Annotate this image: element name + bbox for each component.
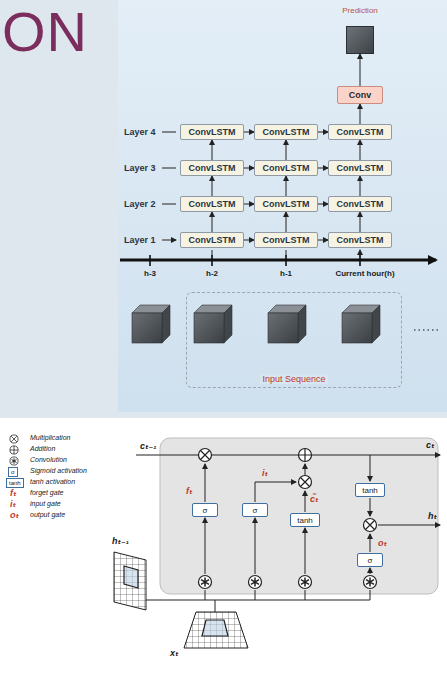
connector-arrow bbox=[360, 176, 361, 196]
legend-text: Convolution bbox=[30, 456, 67, 463]
connector-arrow bbox=[212, 212, 213, 232]
layer-label: Layer 1 bbox=[124, 235, 156, 245]
time-label: Current hour(h) bbox=[335, 269, 394, 278]
connector-arrow bbox=[318, 240, 328, 241]
legend-text: Sigmoid activation bbox=[30, 467, 87, 474]
connector-arrow bbox=[212, 176, 213, 196]
gate-label: fₜ bbox=[186, 486, 193, 496]
node-text: ConvLSTM bbox=[189, 163, 236, 173]
convlstm-box: ConvLSTM bbox=[180, 160, 244, 176]
time-label: h-3 bbox=[144, 269, 156, 278]
legend-text: tanh activation bbox=[30, 478, 75, 485]
node-text: Prediction bbox=[342, 6, 378, 15]
connector-arrow bbox=[318, 204, 328, 205]
node-text: ConvLSTM bbox=[337, 235, 384, 245]
node-text: ConvLSTM bbox=[263, 199, 310, 209]
node-text: ConvLSTM bbox=[189, 127, 236, 137]
convlstm-box: ConvLSTM bbox=[328, 232, 392, 248]
node-text: Conv bbox=[349, 90, 372, 100]
connector-arrow bbox=[212, 140, 213, 160]
node-text: σ bbox=[368, 556, 373, 565]
connector-arrow bbox=[286, 176, 287, 196]
convlstm-box: ConvLSTM bbox=[180, 124, 244, 140]
node-text: ConvLSTM bbox=[263, 163, 310, 173]
state-label: hₜ₋₁ bbox=[112, 536, 129, 546]
state-label: hₜ bbox=[428, 511, 437, 521]
node-text: ConvLSTM bbox=[189, 199, 236, 209]
connector-arrow bbox=[360, 104, 361, 124]
conv-box: Conv bbox=[337, 86, 383, 104]
connector-arrow bbox=[244, 240, 254, 241]
connector-arrow bbox=[360, 212, 361, 232]
node-text: ConvLSTM bbox=[263, 127, 310, 137]
convlstm-box: ConvLSTM bbox=[254, 196, 318, 212]
connector-arrow bbox=[244, 132, 254, 133]
convlstm-box: ConvLSTM bbox=[254, 232, 318, 248]
legend-text: output gate bbox=[30, 511, 65, 518]
node-text: Input Sequence bbox=[260, 374, 327, 384]
state-label: cₜ bbox=[426, 440, 435, 450]
time-label: h-1 bbox=[280, 269, 292, 278]
legend-text: Addition bbox=[30, 445, 55, 452]
legend-sample: σ bbox=[8, 467, 18, 477]
prediction-output: Prediction bbox=[346, 6, 374, 54]
node-text: tanh bbox=[362, 486, 378, 495]
state-label: xₜ bbox=[170, 648, 179, 658]
legend-sample: tanh bbox=[6, 478, 24, 488]
connector-arrow bbox=[286, 212, 287, 232]
gate-label: iₜ bbox=[262, 468, 268, 478]
convlstm-box: ConvLSTM bbox=[328, 196, 392, 212]
layer-label: Layer 2 bbox=[124, 199, 156, 209]
legend-sample: oₜ bbox=[10, 510, 19, 520]
sigmoid-gate: σ bbox=[357, 553, 383, 567]
convlstm-box: ConvLSTM bbox=[328, 160, 392, 176]
layer-label: Layer 3 bbox=[124, 163, 156, 173]
sigmoid-gate: σ bbox=[192, 503, 218, 517]
connector-arrow bbox=[244, 168, 254, 169]
convlstm-box: ConvLSTM bbox=[328, 124, 392, 140]
node-text: σ bbox=[253, 506, 258, 515]
tanh-box: tanh bbox=[355, 483, 385, 497]
connector-arrow bbox=[360, 54, 361, 86]
tanh-box: tanh bbox=[290, 513, 320, 527]
sigmoid-gate: σ bbox=[242, 503, 268, 517]
state-label: cₜ₋₁ bbox=[140, 441, 156, 451]
gate-label: c̃ₜ bbox=[310, 494, 319, 504]
legend-sample: iₜ bbox=[10, 499, 16, 509]
connector-arrow bbox=[318, 132, 328, 133]
convlstm-box: ConvLSTM bbox=[180, 196, 244, 212]
node-text: σ bbox=[203, 506, 208, 515]
node-text: ConvLSTM bbox=[337, 127, 384, 137]
legend-text: forget gate bbox=[30, 489, 63, 496]
legend-text: input gate bbox=[30, 500, 61, 507]
node-text: ConvLSTM bbox=[263, 235, 310, 245]
connector-arrow bbox=[286, 140, 287, 160]
legend-sample: fₜ bbox=[10, 488, 17, 498]
node-text: tanh bbox=[297, 516, 313, 525]
slide-title: ON bbox=[2, 4, 88, 60]
layer-label: Layer 4 bbox=[124, 127, 156, 137]
connector-arrow bbox=[244, 204, 254, 205]
connector-arrow bbox=[318, 168, 328, 169]
node-text: ConvLSTM bbox=[337, 199, 384, 209]
convlstm-box: ConvLSTM bbox=[254, 124, 318, 140]
connector-arrow bbox=[360, 140, 361, 160]
input-sequence-box: Input Sequence bbox=[186, 292, 402, 388]
time-label: h-2 bbox=[206, 269, 218, 278]
legend-text: Multiplication bbox=[30, 434, 70, 441]
node-text: ConvLSTM bbox=[337, 163, 384, 173]
gate-label: oₜ bbox=[378, 538, 387, 548]
node-text: ConvLSTM bbox=[189, 235, 236, 245]
convlstm-box: ConvLSTM bbox=[180, 232, 244, 248]
convlstm-box: ConvLSTM bbox=[254, 160, 318, 176]
prediction-square bbox=[346, 26, 374, 54]
